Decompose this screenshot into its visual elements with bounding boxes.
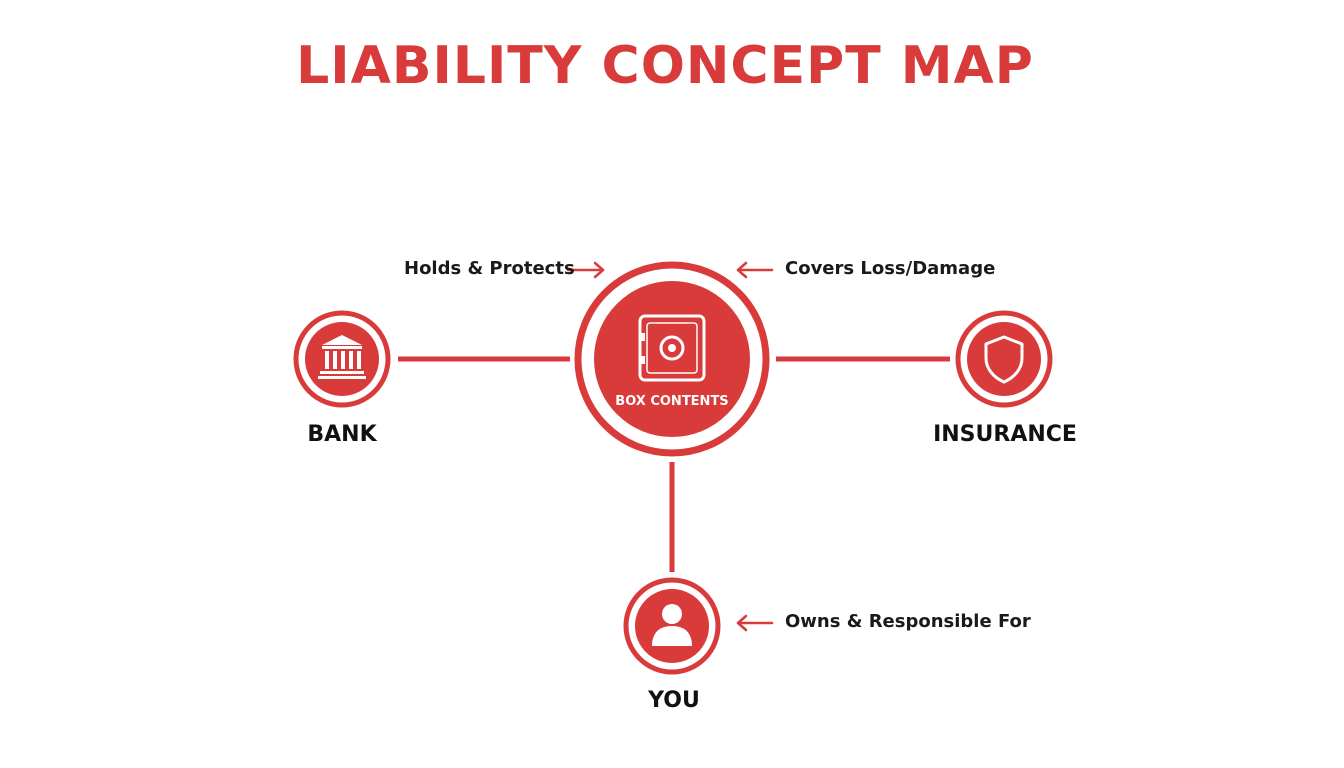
- insurance-node: [955, 310, 1053, 408]
- you-node: [623, 577, 721, 675]
- center-node-label: BOX CONTENTS: [615, 394, 728, 409]
- node-label-you: YOU: [648, 688, 700, 713]
- diagram-title: LIABILITY CONCEPT MAP: [296, 36, 1034, 96]
- center-node: BOX CONTENTS: [574, 261, 770, 457]
- arrow-you-icon: [736, 614, 774, 632]
- edge-label-you: Owns & Responsible For: [785, 611, 1031, 632]
- bank-icon: [318, 335, 366, 379]
- arrow-insurance-icon: [736, 261, 774, 279]
- edge-label-bank: Holds & Protects: [404, 258, 575, 279]
- edge-label-insurance: Covers Loss/Damage: [785, 258, 996, 279]
- arrow-bank-icon: [566, 261, 605, 279]
- shield-icon: [984, 335, 1024, 384]
- node-label-bank: BANK: [307, 422, 377, 447]
- bank-node: [293, 310, 391, 408]
- person-icon: [652, 604, 692, 646]
- node-label-insurance: INSURANCE: [933, 422, 1077, 447]
- safe-icon: [638, 314, 706, 382]
